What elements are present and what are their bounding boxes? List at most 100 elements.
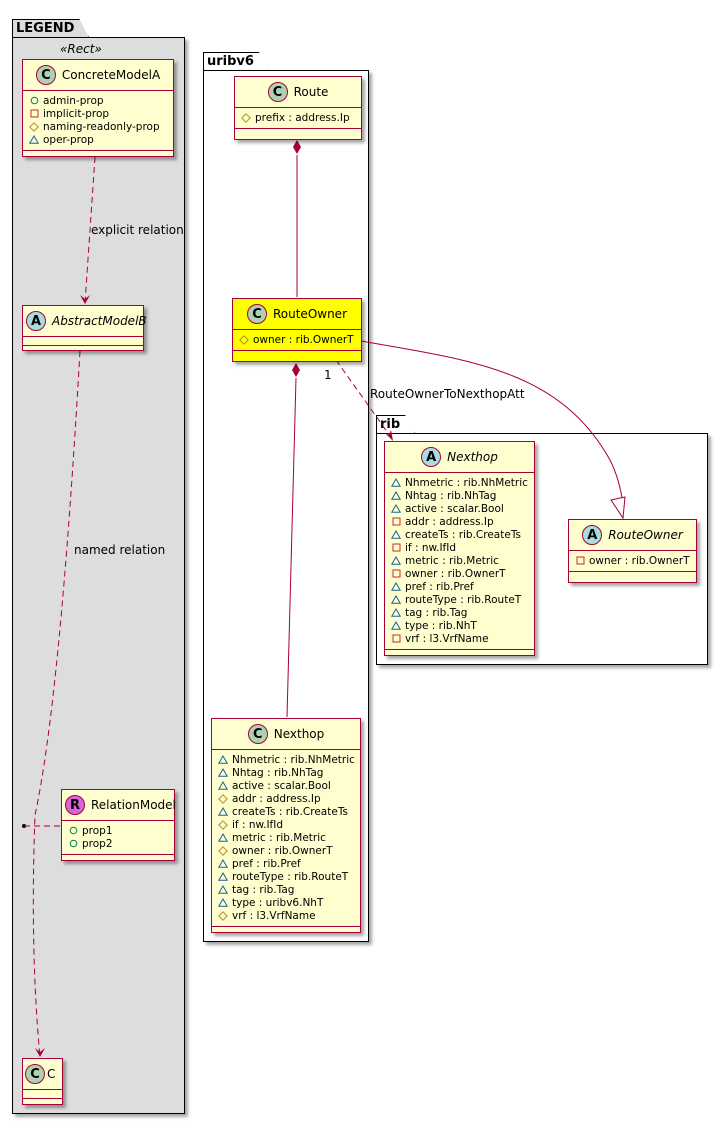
class-methods — [23, 1098, 62, 1107]
class-attribute: metric : rib.Metric — [391, 554, 528, 567]
routeowner-to-nexthop-att-arrowhead — [385, 430, 393, 441]
class-attribute: if : nw.IfId — [218, 818, 354, 831]
class-badge-icon: C — [35, 65, 56, 85]
class-attribute: prop2 — [68, 837, 168, 850]
attribute-text: prop1 — [82, 824, 113, 837]
attribute-text: active : scalar.Bool — [232, 779, 331, 792]
protected-visibility-icon — [218, 910, 228, 921]
package-visibility-icon — [391, 582, 401, 591]
attribute-text: Nhmetric : rib.NhMetric — [405, 476, 528, 489]
class-attribute: prop1 — [68, 824, 168, 837]
class-uribv6-routeowner[interactable]: C RouteOwner owner : rib.OwnerT — [232, 298, 362, 362]
private-visibility-icon — [391, 543, 401, 552]
attribute-text: pref : rib.Pref — [405, 580, 474, 593]
package-visibility-icon — [218, 885, 228, 894]
class-name: AbstractModelB — [52, 314, 147, 328]
class-methods — [235, 128, 361, 137]
class-name: RouteOwner — [608, 528, 683, 542]
class-uribv6-route[interactable]: C Route prefix : address.Ip — [234, 76, 362, 140]
package-visibility-icon — [391, 595, 401, 604]
attribute-text: vrf : l3.VrfName — [232, 909, 316, 922]
package-visibility-icon — [391, 478, 401, 487]
class-c[interactable]: C C — [22, 1058, 63, 1105]
public-visibility-icon — [29, 96, 39, 105]
private-visibility-icon — [29, 109, 39, 118]
legend-stereotype: «Rect» — [60, 42, 102, 56]
abstract-badge-icon: A — [582, 525, 603, 545]
route-composition-diamond — [293, 140, 301, 154]
package-visibility-icon — [391, 556, 401, 565]
class-attribute: owner : rib.OwnerT — [239, 333, 355, 346]
class-attribute: owner : rib.OwnerT — [575, 554, 690, 567]
class-attribute: admin-prop — [29, 94, 167, 107]
attribute-text: tag : rib.Tag — [232, 883, 295, 896]
legend-package — [12, 37, 185, 1114]
class-abstract-model-b[interactable]: A AbstractModelB — [22, 305, 147, 351]
class-attribute: Nhtag : rib.NhTag — [391, 489, 528, 502]
package-visibility-icon — [391, 491, 401, 500]
class-badge-icon: C — [267, 82, 288, 102]
class-attribute: Nhmetric : rib.NhMetric — [218, 753, 355, 766]
legend-package-name: LEGEND — [12, 19, 89, 38]
explicit-relation-label: explicit relation — [91, 223, 184, 237]
class-attribute: routeType : rib.RouteT — [391, 593, 528, 606]
class-attribute: addr : address.Ip — [218, 792, 354, 805]
class-header: R RelationModel — [62, 790, 176, 820]
private-visibility-icon — [391, 517, 401, 526]
package-visibility-icon — [218, 859, 228, 868]
protected-visibility-icon — [218, 819, 228, 830]
routeowner-to-nexthop-att-label: RouteOwnerToNexthopAtt — [370, 387, 525, 401]
class-attribute: implicit-prop — [29, 107, 167, 120]
named-relation-label: named relation — [74, 543, 166, 557]
class-badge-icon: C — [247, 724, 268, 744]
protected-visibility-icon — [218, 793, 228, 804]
class-attribute: tag : rib.Tag — [218, 883, 354, 896]
class-attribute: addr : address.Ip — [391, 515, 528, 528]
class-header: C Route — [235, 77, 361, 107]
class-attributes: owner : rib.OwnerT — [233, 329, 361, 350]
attribute-text: naming-readonly-prop — [43, 120, 160, 133]
class-name: RelationModel — [91, 798, 176, 812]
class-attribute: naming-readonly-prop — [29, 120, 167, 133]
class-attributes — [23, 336, 143, 345]
package-visibility-icon — [218, 898, 228, 907]
class-attributes: prefix : address.Ip — [235, 107, 361, 128]
class-name: Nexthop — [447, 450, 498, 464]
class-attribute: owner : rib.OwnerT — [218, 844, 354, 857]
multiplicity-label: 1 — [324, 368, 332, 382]
package-visibility-icon — [218, 781, 228, 790]
class-attribute: Nhmetric : rib.NhMetric — [391, 476, 528, 489]
class-methods — [569, 571, 696, 580]
attribute-text: createTs : rib.CreateTs — [405, 528, 521, 541]
class-attribute: active : scalar.Bool — [391, 502, 528, 515]
private-visibility-icon — [575, 556, 585, 565]
class-attribute: type : rib.NhT — [391, 619, 528, 632]
class-methods — [23, 150, 173, 159]
attribute-text: active : scalar.Bool — [405, 502, 504, 515]
package-visibility-icon — [29, 135, 39, 144]
attribute-text: owner : rib.OwnerT — [232, 844, 333, 857]
attribute-text: tag : rib.Tag — [405, 606, 468, 619]
class-name: ConcreteModelA — [61, 68, 161, 82]
class-rib-routeowner[interactable]: A RouteOwner owner : rib.OwnerT — [568, 519, 697, 583]
class-attribute: type : uribv6.NhT — [218, 896, 354, 909]
uribv6-package-tab: uribv6 — [203, 52, 269, 71]
class-attribute: owner : rib.OwnerT — [391, 567, 528, 580]
class-attribute: oper-prop — [29, 133, 167, 146]
class-methods — [233, 350, 361, 359]
class-badge-icon: C — [246, 304, 267, 324]
class-attributes — [23, 1089, 62, 1098]
attribute-text: createTs : rib.CreateTs — [232, 805, 348, 818]
attribute-text: prop2 — [82, 837, 113, 850]
attribute-text: vrf : l3.VrfName — [405, 632, 489, 645]
class-attribute: createTs : rib.CreateTs — [391, 528, 528, 541]
abstract-badge-icon: A — [421, 447, 442, 467]
class-attribute: pref : rib.Pref — [391, 580, 528, 593]
package-visibility-icon — [218, 807, 228, 816]
